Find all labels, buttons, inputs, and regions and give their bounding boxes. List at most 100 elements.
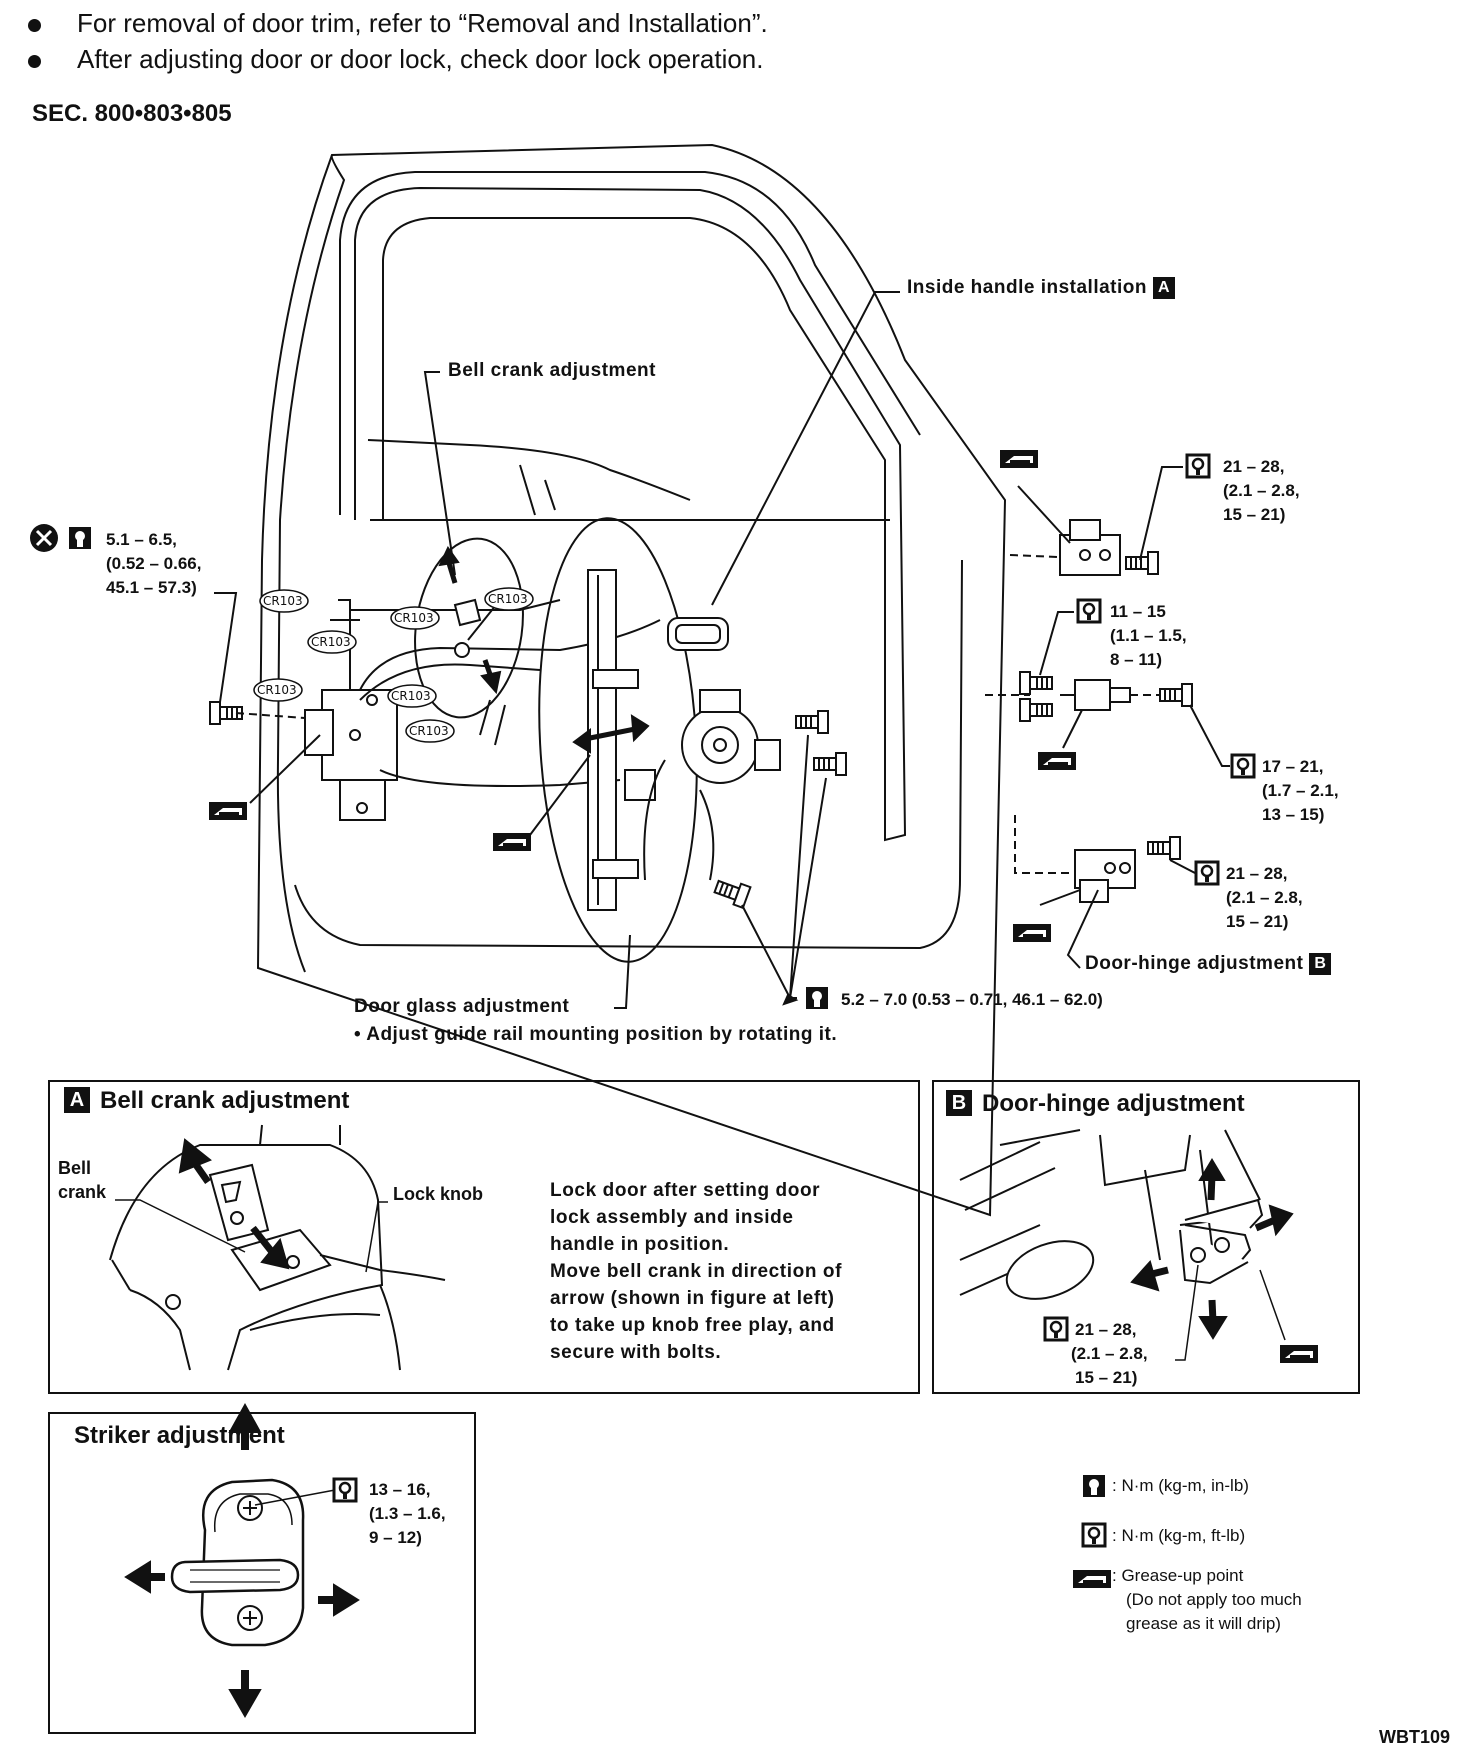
leader-torque-check-bolt: [1189, 704, 1230, 767]
arrow-right-icon: [1268, 1204, 1294, 1237]
grease-icon: [208, 801, 248, 821]
cr103-tag: CR103: [311, 635, 351, 649]
ref-badge: B: [1309, 953, 1332, 975]
arrow-left-icon: [124, 1560, 151, 1594]
leader-torque-upper-hinge: [1139, 466, 1183, 561]
grease-icon: [492, 832, 532, 852]
panel-a-description: Lock door after setting door lock assemb…: [550, 1180, 843, 1363]
leader-door-glass: [614, 934, 631, 1009]
bell-crank-panel-drawing: [109, 1124, 446, 1371]
torque-check-bolt: 17 – 21,(1.7 – 2.1,13 – 15): [1262, 757, 1339, 824]
door-inner-edge: [276, 154, 346, 973]
leader-inside-handle: [711, 291, 900, 606]
cr103-tag: CR103: [394, 611, 434, 625]
door-lower-inner: [294, 559, 963, 950]
cr103-tags: [253, 587, 534, 743]
grease-icon: [999, 449, 1039, 469]
label-lock-knob: Lock knob: [393, 1184, 484, 1204]
note-door-trim: For removal of door trim, refer to “Remo…: [28, 8, 768, 39]
ref-badge: A: [1152, 277, 1175, 299]
note-door-lock: After adjusting door or door lock, check…: [28, 44, 764, 75]
bullet-icon: [28, 18, 41, 32]
leader-bell-crank: [423, 371, 456, 576]
arrow-left-icon: [572, 728, 591, 754]
leader-grease-lower-hinge: [1039, 889, 1081, 906]
torque-lower-hinge: 21 – 28,(2.1 – 2.8,15 – 21): [1226, 864, 1303, 931]
arrow-down-icon: [1198, 1316, 1228, 1340]
leader-torque-check: [1039, 611, 1074, 676]
upper-hinge: [1059, 519, 1121, 576]
grease-icon: [1037, 751, 1077, 771]
regulator-cable: [643, 759, 666, 881]
lock-rod: [359, 619, 661, 691]
leader-grease-check: [1062, 709, 1083, 749]
ref-badge: B: [946, 1090, 972, 1116]
guide-rail-detail-circle: [538, 517, 698, 963]
window-sash: [354, 186, 907, 842]
glass-reflection: [519, 464, 556, 516]
arrow-left-icon: [1130, 1259, 1160, 1292]
figure-code: WBT109: [1378, 1727, 1450, 1747]
door-lock-assembly: [304, 599, 398, 821]
cr103-tag: CR103: [391, 689, 431, 703]
torque-inlb-icon: [805, 986, 829, 1010]
panel-striker-title: Striker adjustment: [74, 1422, 285, 1449]
leader-lock-bolt: [214, 592, 238, 703]
panel-bell-crank: [48, 1080, 920, 1394]
torque-inlb-icon: [68, 526, 92, 550]
torque-ftlb-icon: [1185, 453, 1211, 479]
torque-striker: 13 – 16,(1.3 – 1.6,9 – 12): [369, 1480, 446, 1547]
section-reference: SEC. 800•803•805: [32, 100, 232, 127]
leader-door-hinge: [1066, 889, 1099, 969]
window-regulator-rail: [587, 569, 656, 911]
door-check-link: [1060, 679, 1131, 711]
lock-rod: [379, 769, 621, 787]
bullet-icon: [28, 54, 41, 68]
torque-upper-hinge: 21 – 28,(2.1 – 2.8,15 – 21): [1223, 457, 1300, 524]
arrow-down-icon: [480, 670, 502, 695]
torque-check-link: 11 – 15(1.1 – 1.5,8 – 11): [1110, 602, 1187, 669]
striker-drawing: [170, 1478, 305, 1647]
leader-torque-panel-b: [1175, 1264, 1199, 1361]
leader-regulator-bolts: [741, 734, 827, 999]
grease-icon: [1012, 923, 1052, 943]
note-text: For removal of door trim, refer to “Remo…: [77, 8, 768, 38]
arrow-right-icon: [630, 714, 650, 743]
torque-lock-bolt: 5.1 – 6.5,(0.52 – 0.66,45.1 – 57.3): [106, 530, 202, 597]
cr103-tag: CR103: [409, 724, 449, 738]
leader-grease-panel-b: [1259, 1269, 1286, 1341]
legend-torque-ftlb-icon: [1081, 1522, 1107, 1548]
glass-reflection: [479, 699, 506, 746]
regulator-cable: [699, 789, 715, 881]
torque-ftlb-icon: [1076, 598, 1102, 624]
leader-lock-knob: [365, 1201, 388, 1273]
leader-grease-lock: [249, 734, 321, 804]
leader-striker-torque: [254, 1489, 336, 1506]
lower-hinge: [1074, 849, 1136, 903]
legend-torque-inlb-icon: [1082, 1474, 1106, 1498]
label-door-glass-note: • Adjust guide rail mounting position by…: [354, 1024, 838, 1045]
legend-in-lb: : N·m (kg-m, in-lb): [1112, 1476, 1249, 1495]
legend-ft-lb: : N·m (kg-m, ft-lb): [1112, 1526, 1246, 1545]
cr103-tag: CR103: [263, 594, 303, 608]
label-door-glass: Door glass adjustment: [354, 996, 570, 1017]
cr103-tag: CR103: [257, 683, 297, 697]
arrow-right-icon: [333, 1583, 360, 1617]
note-text: After adjusting door or door lock, check…: [77, 44, 764, 74]
inside-handle: [667, 617, 729, 651]
label-bell-crank: Bell crank adjustment: [448, 360, 656, 381]
panel-striker: [48, 1412, 476, 1734]
torque-ftlb-icon: [1194, 860, 1220, 886]
arrow-down-icon: [228, 1689, 262, 1719]
ref-badge: A: [64, 1087, 90, 1113]
torque-regulator: 5.2 – 7.0 (0.53 – 0.71, 46.1 – 62.0): [841, 990, 1103, 1009]
arrow-up-icon: [228, 1402, 262, 1433]
legend-grease-icon: [1072, 1569, 1112, 1589]
belt-line: [367, 439, 691, 501]
